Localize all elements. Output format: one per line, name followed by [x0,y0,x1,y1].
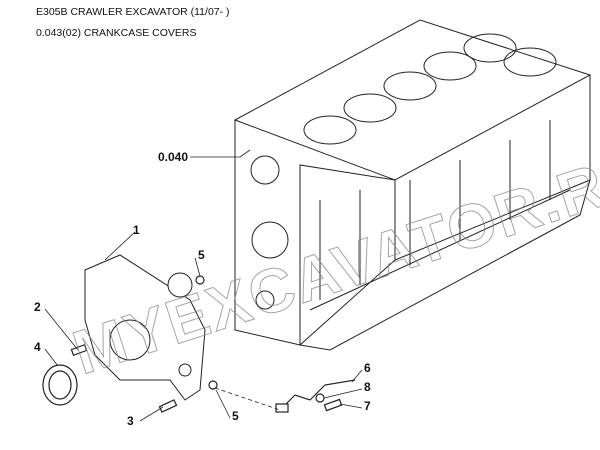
callout-7[interactable]: 7 [364,399,371,413]
dowel-pin [208,380,218,390]
section-title: 0.043(02) CRANKCASE COVERS [36,27,197,39]
engine-block [233,19,592,351]
callout-5[interactable]: 5 [232,409,239,423]
washer [315,393,325,403]
cylinder-bores [303,33,557,145]
callout-2[interactable]: 2 [34,300,41,314]
diagram-title: E305B CRAWLER EXCAVATOR (11/07- ) [36,6,230,18]
callout-3[interactable]: 3 [127,414,134,428]
sensor [275,403,289,413]
callout-0.040[interactable]: 0.040 [158,150,188,164]
callout-5[interactable]: 5 [198,248,205,262]
callout-6[interactable]: 6 [364,361,371,375]
watermark: MYEXCAVATOR.RU [65,137,600,389]
callout-4[interactable]: 4 [34,340,41,354]
bolt-3 [158,399,178,413]
callout-8[interactable]: 8 [364,380,371,394]
sensor-harness [279,379,356,411]
bolt-2 [70,344,88,356]
front-cover [84,254,206,401]
callout-1[interactable]: 1 [133,223,140,237]
bolt-7 [323,398,343,412]
